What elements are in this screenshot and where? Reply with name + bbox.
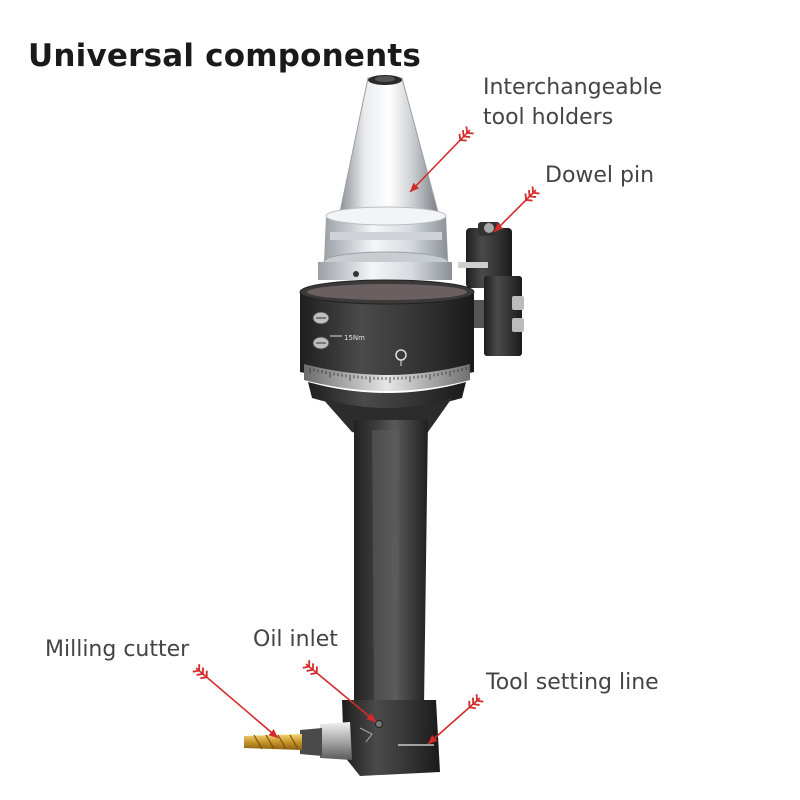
label-line-2: tool holders <box>483 105 614 130</box>
label-oil-inlet: Oil inlet <box>253 627 338 652</box>
arrow-tool-setting-line <box>427 694 484 745</box>
annotation-arrows <box>192 126 540 745</box>
boring-head-body: 15Nm <box>299 279 475 382</box>
arrow-oil-inlet <box>302 660 377 723</box>
page-title: Universal components <box>28 38 422 74</box>
arrow-milling-cutter <box>192 664 279 739</box>
milling-cutter-bit <box>244 734 302 750</box>
tool-holder-flange <box>318 206 452 280</box>
graduated-scale-ring <box>304 364 471 409</box>
label-line-1: Interchangeable <box>483 75 663 100</box>
label-dowel-pin: Dowel pin <box>545 163 655 188</box>
arrow-tool-holders <box>409 126 474 193</box>
dowel-pin-assembly <box>458 222 524 356</box>
label-interchangeable-tool-holders: Interchangeable tool holders <box>483 73 662 133</box>
tool-holder-cone <box>339 75 439 213</box>
label-milling-cutter: Milling cutter <box>45 637 190 662</box>
boring-bar-shaft <box>354 420 428 706</box>
label-tool-setting-line: Tool setting line <box>486 670 659 695</box>
torque-marking: 15Nm <box>344 334 365 342</box>
arrow-dowel-pin <box>493 186 540 233</box>
cutter-head-block <box>300 700 440 776</box>
